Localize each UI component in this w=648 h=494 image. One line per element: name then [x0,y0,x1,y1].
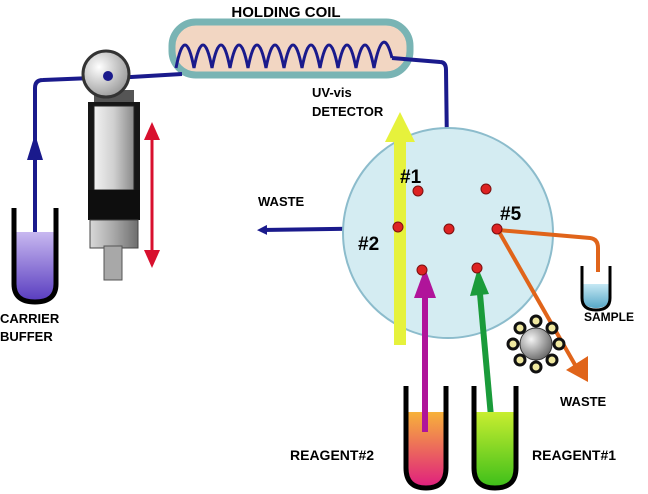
port-5 [491,223,503,235]
valve-ports [392,183,503,276]
detector-label-line1: UV-vis [312,85,352,100]
carrier-flow-arrow [27,134,43,160]
autosampler-carousel-icon [506,314,566,374]
carrier-buffer-vessel [11,208,59,305]
detector-arrow [385,112,415,345]
reagent2-vessel [403,386,449,491]
reagent2-dip-tube [422,392,428,432]
buffer-label: BUFFER [0,329,53,344]
pump-head-icon [81,49,131,99]
port-center [443,223,455,235]
sample-vessel [580,266,612,312]
sample-label: SAMPLE [584,310,634,324]
port-1 [412,185,424,197]
waste-right-label: WASTE [560,394,607,409]
holding-coil [168,18,414,79]
detector-label-line2: DETECTOR [312,104,384,119]
reagent1-label: REAGENT#1 [532,447,616,463]
carrier-label: CARRIER [0,311,60,326]
port-1-label: #1 [400,167,422,188]
reagent2-line [414,268,436,420]
holding-coil-label: HOLDING COIL [231,4,340,21]
syringe-pump-icon [88,90,140,281]
reagent1-vessel [471,386,519,491]
port-2-label: #2 [358,234,379,255]
waste-left-label: WASTE [258,194,305,209]
piston-motion-arrow [144,122,160,268]
waste-arrowhead [566,356,588,382]
port-reagent2 [416,264,428,276]
reagent1-line [470,268,495,429]
port-reagent1 [471,262,483,274]
reagent2-label: REAGENT#2 [290,447,374,463]
port-5-label: #5 [500,204,522,225]
port-top-right [480,183,492,195]
port-2 [392,221,404,233]
